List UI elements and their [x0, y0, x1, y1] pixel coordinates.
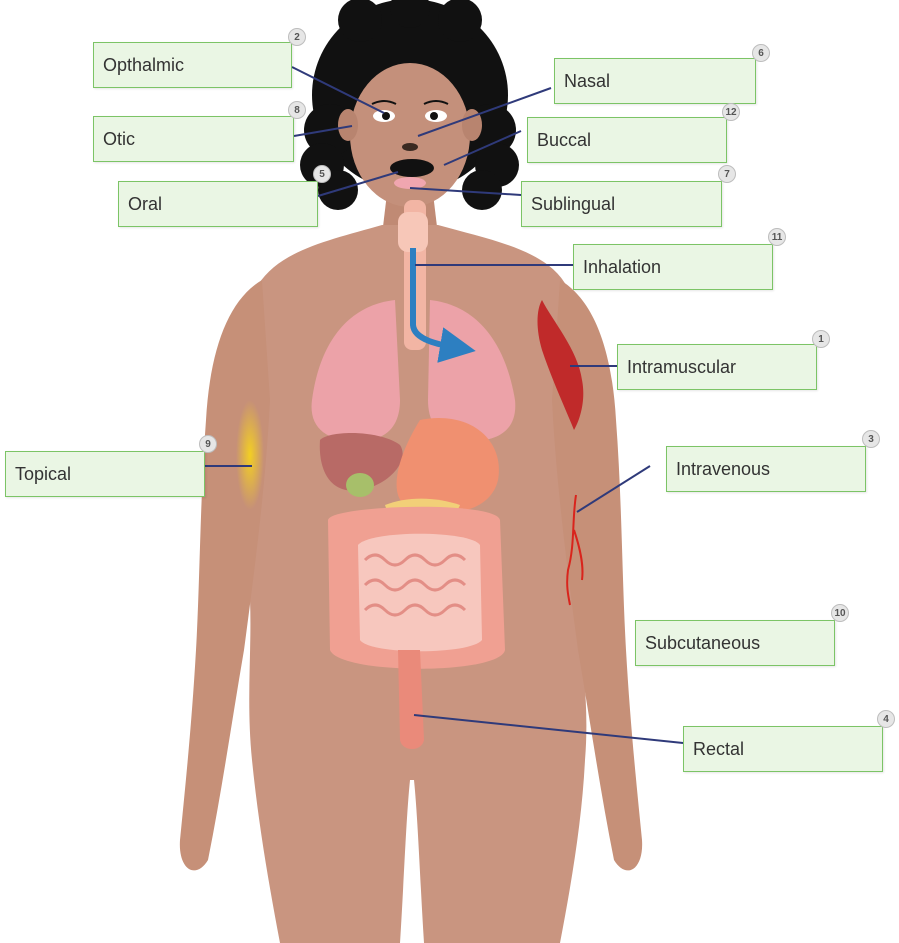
- label-text: Oral: [128, 194, 162, 215]
- label-text: Rectal: [693, 739, 744, 760]
- number-badge: 1: [812, 330, 830, 348]
- label-buccal[interactable]: Buccal: [527, 117, 727, 163]
- label-text: Topical: [15, 464, 71, 485]
- label-intravenous[interactable]: Intravenous: [666, 446, 866, 492]
- number-badge: 10: [831, 604, 849, 622]
- number-badge: 12: [722, 103, 740, 121]
- number-badge: 6: [752, 44, 770, 62]
- label-text: Sublingual: [531, 194, 615, 215]
- number-badge: 2: [288, 28, 306, 46]
- label-oral[interactable]: Oral: [118, 181, 318, 227]
- number-badge: 4: [877, 710, 895, 728]
- label-text: Nasal: [564, 71, 610, 92]
- number-badge: 11: [768, 228, 786, 246]
- label-rectal[interactable]: Rectal: [683, 726, 883, 772]
- label-text: Otic: [103, 129, 135, 150]
- number-badge: 5: [313, 165, 331, 183]
- topical-area: [236, 400, 264, 510]
- label-intramuscular[interactable]: Intramuscular: [617, 344, 817, 390]
- label-text: Intravenous: [676, 459, 770, 480]
- label-otic[interactable]: Otic: [93, 116, 294, 162]
- number-badge: 3: [862, 430, 880, 448]
- number-badge: 9: [199, 435, 217, 453]
- label-text: Buccal: [537, 130, 591, 151]
- label-nasal[interactable]: Nasal: [554, 58, 756, 104]
- label-sublingual[interactable]: Sublingual: [521, 181, 722, 227]
- number-badge: 7: [718, 165, 736, 183]
- label-text: Intramuscular: [627, 357, 736, 378]
- label-subcutaneous[interactable]: Subcutaneous: [635, 620, 835, 666]
- label-topical[interactable]: Topical: [5, 451, 205, 497]
- label-text: Inhalation: [583, 257, 661, 278]
- number-badge: 8: [288, 101, 306, 119]
- label-text: Opthalmic: [103, 55, 184, 76]
- label-text: Subcutaneous: [645, 633, 760, 654]
- label-inhalation[interactable]: Inhalation: [573, 244, 773, 290]
- label-opthalmic[interactable]: Opthalmic: [93, 42, 292, 88]
